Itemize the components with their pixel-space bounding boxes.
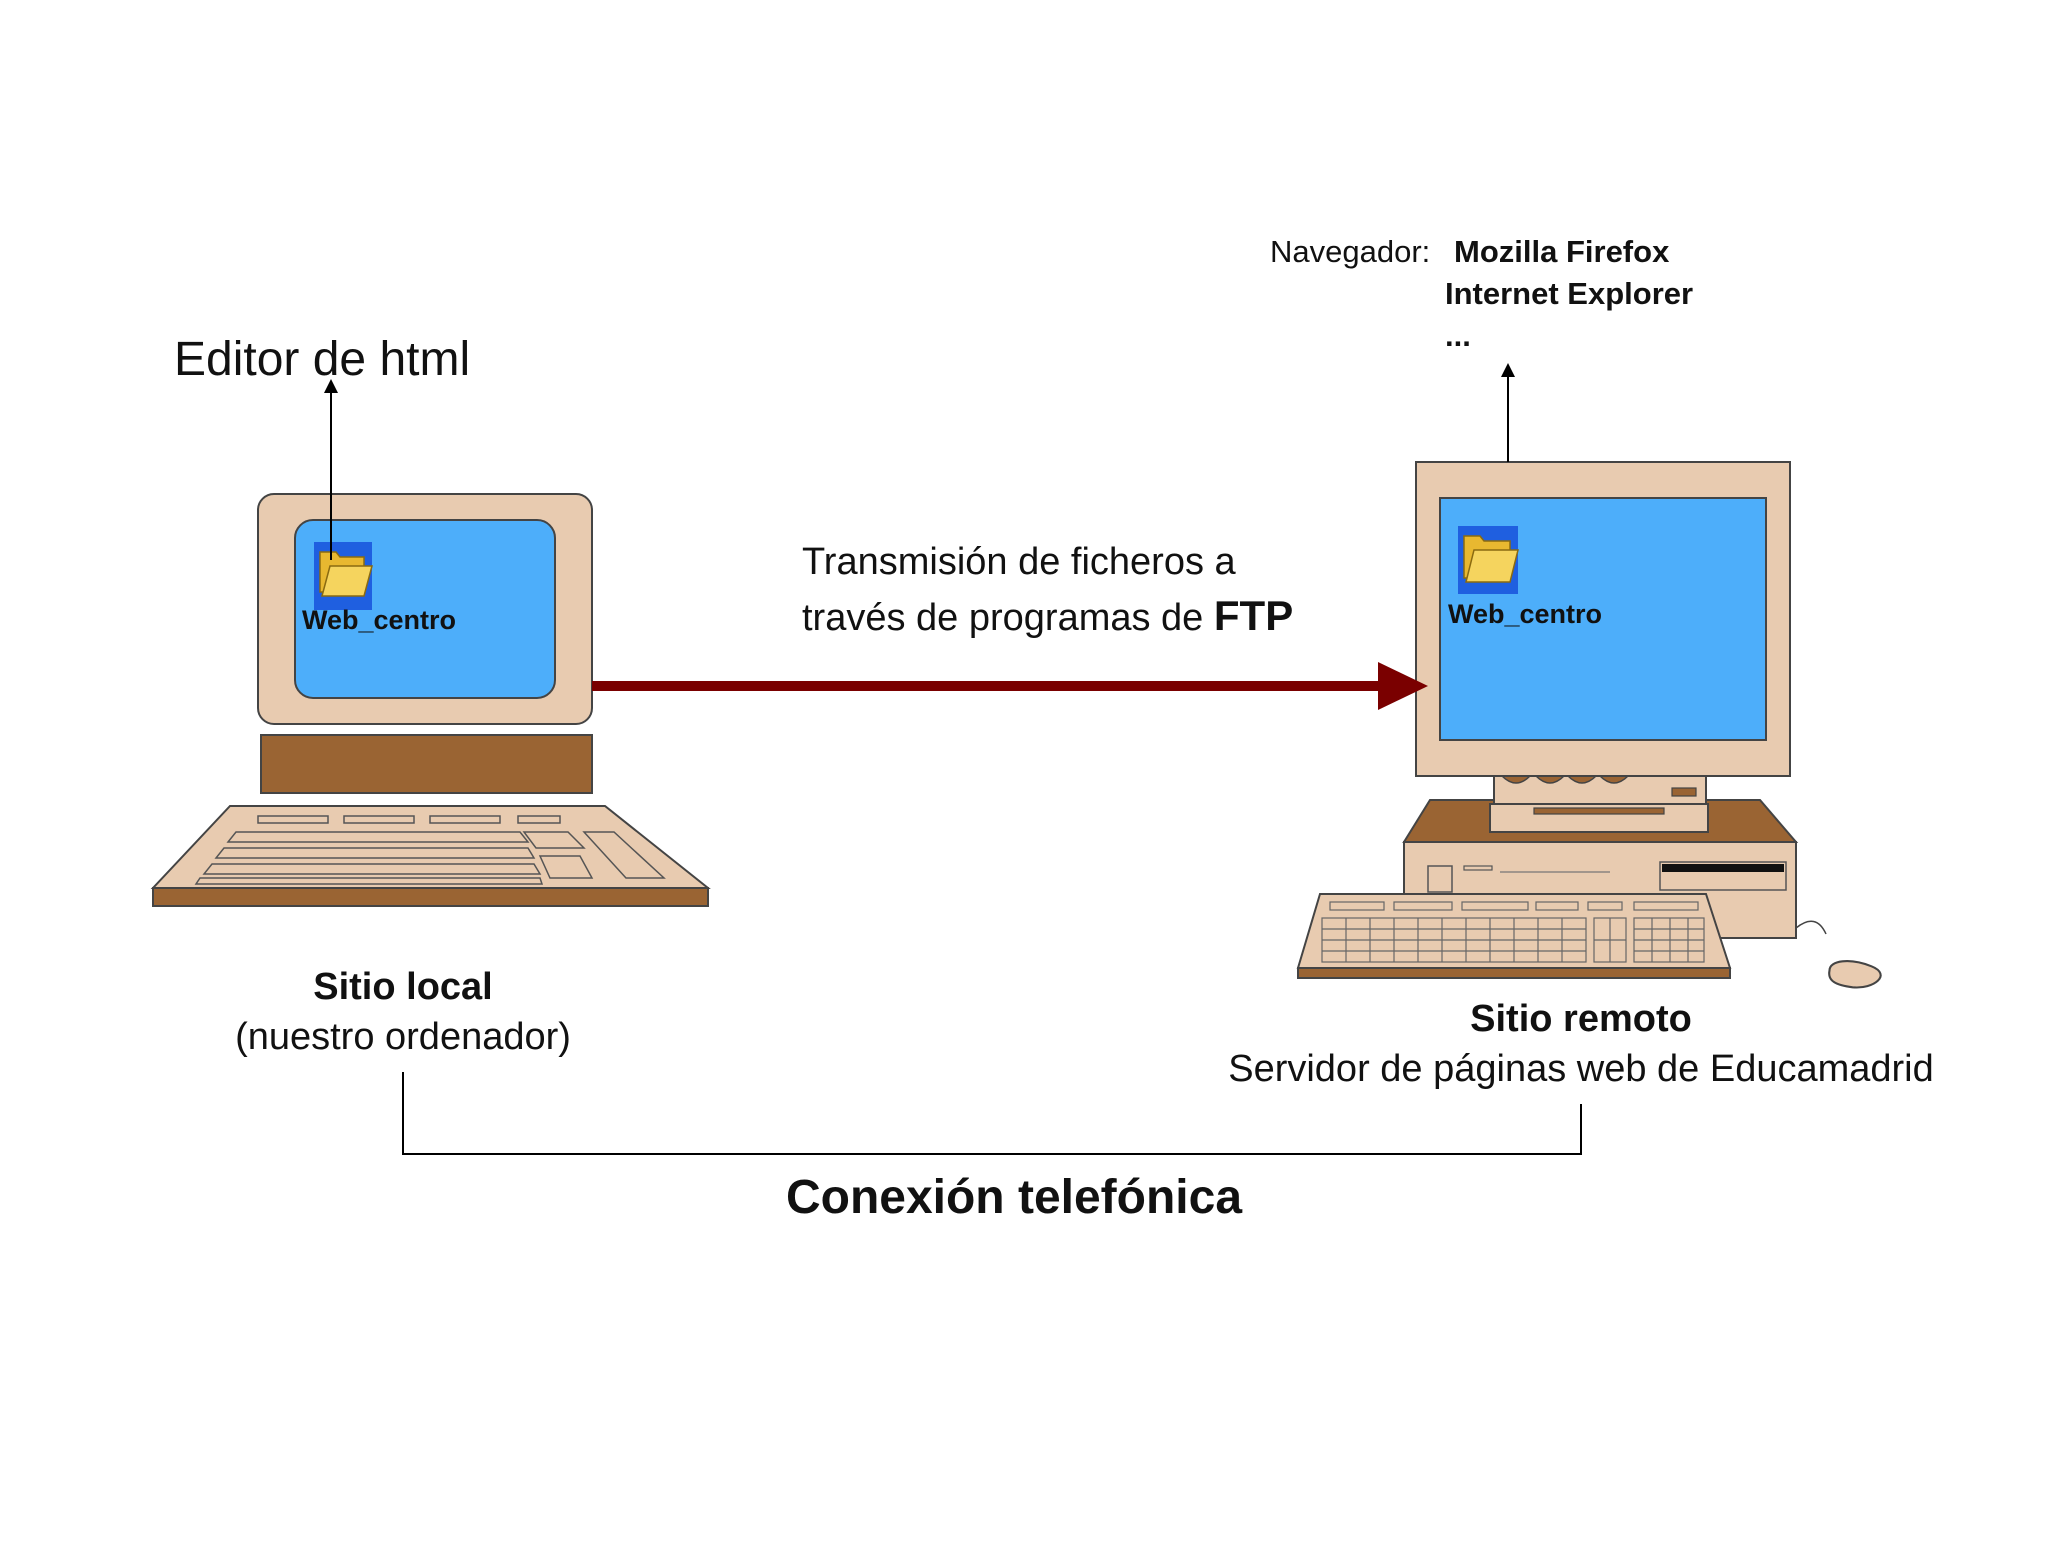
browser-prefix: Navegador: — [1270, 234, 1431, 269]
connection-label: Conexión telefónica — [785, 1171, 1243, 1224]
ftp-transfer-arrow — [592, 662, 1428, 710]
local-folder-label: Web_centro — [302, 605, 457, 635]
local-title: Sitio local — [313, 966, 493, 1008]
remote-title: Sitio remoto — [1470, 998, 1692, 1040]
local-subtitle: (nuestro ordenador) — [235, 1016, 571, 1058]
transfer-line2-prefix: través de programas de — [802, 597, 1204, 639]
transfer-ftp: FTP — [1213, 592, 1294, 639]
remote-folder-icon — [1458, 526, 1519, 594]
local-monitor-base — [260, 734, 593, 794]
remote-keyboard — [1296, 893, 1732, 979]
editor-label: Editor de html — [174, 333, 471, 386]
transfer-line1: Transmisión de ficheros a — [802, 541, 1236, 583]
transfer-line2: través de programas de FTP — [802, 592, 1293, 640]
remote-computer — [1296, 461, 1882, 989]
browser-item-ellipsis: ... — [1445, 318, 1471, 353]
local-keyboard — [150, 805, 711, 907]
browser-item-firefox: Mozilla Firefox — [1454, 234, 1670, 269]
local-folder-icon — [314, 542, 373, 610]
remote-subtitle: Servidor de páginas web de Educamadrid — [1228, 1048, 1934, 1090]
remote-monitor-stand — [1489, 775, 1709, 833]
local-computer — [150, 493, 711, 907]
remote-mouse — [1795, 920, 1882, 989]
connection-bracket — [402, 1072, 1582, 1155]
browser-item-ie: Internet Explorer — [1445, 276, 1694, 311]
remote-folder-label: Web_centro — [1448, 599, 1603, 629]
